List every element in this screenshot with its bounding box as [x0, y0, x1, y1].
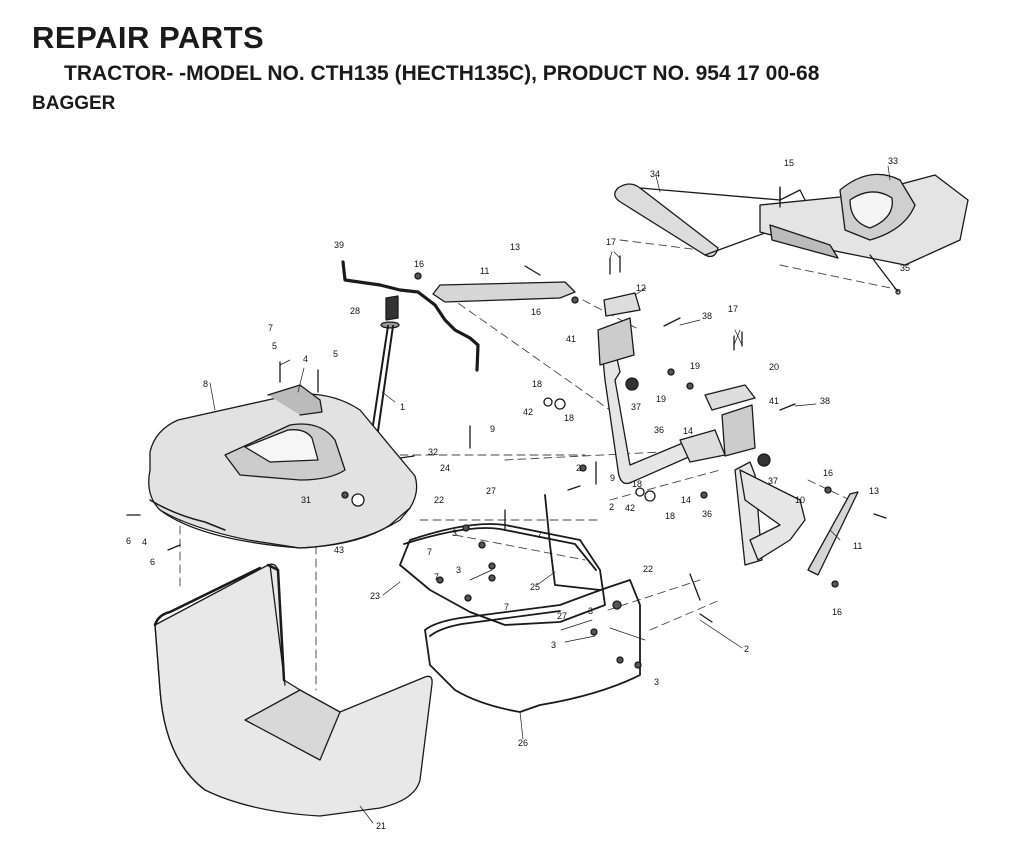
callout-7: 7 [434, 572, 439, 582]
callout-8: 8 [203, 379, 208, 389]
callout-16: 16 [414, 259, 424, 269]
callout-27: 27 [557, 611, 567, 621]
callout-18: 18 [665, 511, 675, 521]
callout-14: 14 [681, 495, 691, 505]
callout-39: 39 [334, 240, 344, 250]
callout-42: 42 [523, 407, 533, 417]
callout-16: 16 [531, 307, 541, 317]
callout-13: 13 [869, 486, 879, 496]
callout-5: 5 [272, 341, 277, 351]
callout-35: 35 [900, 263, 910, 273]
callout-2: 2 [744, 644, 749, 654]
callout-4: 4 [303, 354, 308, 364]
callout-3: 3 [456, 565, 461, 575]
callout-22: 22 [434, 495, 444, 505]
callout-38: 38 [820, 396, 830, 406]
callout-1: 1 [400, 402, 405, 412]
lift-handle-assembly [614, 173, 969, 295]
callout-26: 26 [518, 738, 528, 748]
callout-36: 36 [654, 425, 664, 435]
callout-25: 25 [530, 582, 540, 592]
strap-11-upper [432, 281, 576, 303]
bolts [126, 187, 887, 623]
bag-cover [148, 384, 418, 549]
callout-28: 28 [350, 306, 360, 316]
callout-18: 18 [532, 379, 542, 389]
callout-27: 27 [486, 486, 496, 496]
callout-7: 7 [268, 323, 273, 333]
callout-32: 32 [428, 447, 438, 457]
callout-15: 15 [784, 158, 794, 168]
callout-42: 42 [625, 503, 635, 513]
callout-3: 3 [588, 606, 593, 616]
callout-31: 31 [301, 495, 311, 505]
callout-14: 14 [683, 426, 693, 436]
callout-3: 3 [452, 528, 457, 538]
leader-lines [209, 165, 891, 824]
callout-2: 2 [609, 502, 614, 512]
callout-11: 11 [480, 266, 489, 276]
grass-bag [153, 563, 433, 817]
callout-22: 22 [643, 564, 653, 574]
callout-19: 19 [656, 394, 666, 404]
callout-2: 2 [576, 463, 581, 473]
fasteners [341, 272, 839, 669]
callout-34: 34 [650, 169, 660, 179]
callout-17: 17 [606, 237, 616, 247]
strap-11-right [807, 491, 859, 576]
callout-11: 11 [853, 541, 862, 551]
callout-9: 9 [490, 424, 495, 434]
callout-37: 37 [631, 402, 641, 412]
section-heading: BAGGER [32, 93, 116, 114]
callout-20: 20 [769, 362, 779, 372]
assembly-lines [179, 239, 901, 691]
callout-18: 18 [564, 413, 574, 423]
callout-3: 3 [654, 677, 659, 687]
page-title: REPAIR PARTS [32, 20, 265, 55]
callout-16: 16 [832, 607, 842, 617]
callout-38: 38 [702, 311, 712, 321]
callout-7: 7 [504, 602, 509, 612]
callout-10: 10 [795, 495, 805, 505]
callout-3: 3 [551, 640, 556, 650]
bag-frame [399, 494, 641, 713]
model-subtitle: TRACTOR- -MODEL NO. CTH135 (HECTH135C), … [64, 62, 820, 85]
mount-bracket-right [679, 384, 806, 566]
callout-37: 37 [768, 476, 778, 486]
callout-23: 23 [370, 591, 380, 601]
rod-39 [341, 260, 480, 372]
callout-12: 12 [636, 283, 646, 293]
callout-21: 21 [376, 821, 386, 831]
callout-labels: 39 16 13 11 16 28 17 12 15 33 34 35 7 5 … [126, 156, 910, 831]
callout-43: 43 [334, 545, 344, 555]
callout-41: 41 [566, 334, 576, 344]
callout-6: 6 [126, 536, 131, 546]
callout-7: 7 [537, 530, 542, 540]
callout-17: 17 [728, 304, 738, 314]
callout-41: 41 [769, 396, 779, 406]
mount-bracket-left [597, 292, 701, 485]
callout-9: 9 [610, 473, 615, 483]
callout-7: 7 [427, 547, 432, 557]
callout-4: 4 [142, 537, 147, 547]
callout-16: 16 [823, 468, 833, 478]
callout-36: 36 [702, 509, 712, 519]
callout-24: 24 [440, 463, 450, 473]
callout-33: 33 [888, 156, 898, 166]
callout-6: 6 [150, 557, 155, 567]
callout-19: 19 [690, 361, 700, 371]
callout-5: 5 [333, 349, 338, 359]
callout-18: 18 [632, 479, 642, 489]
callout-13: 13 [510, 242, 520, 252]
